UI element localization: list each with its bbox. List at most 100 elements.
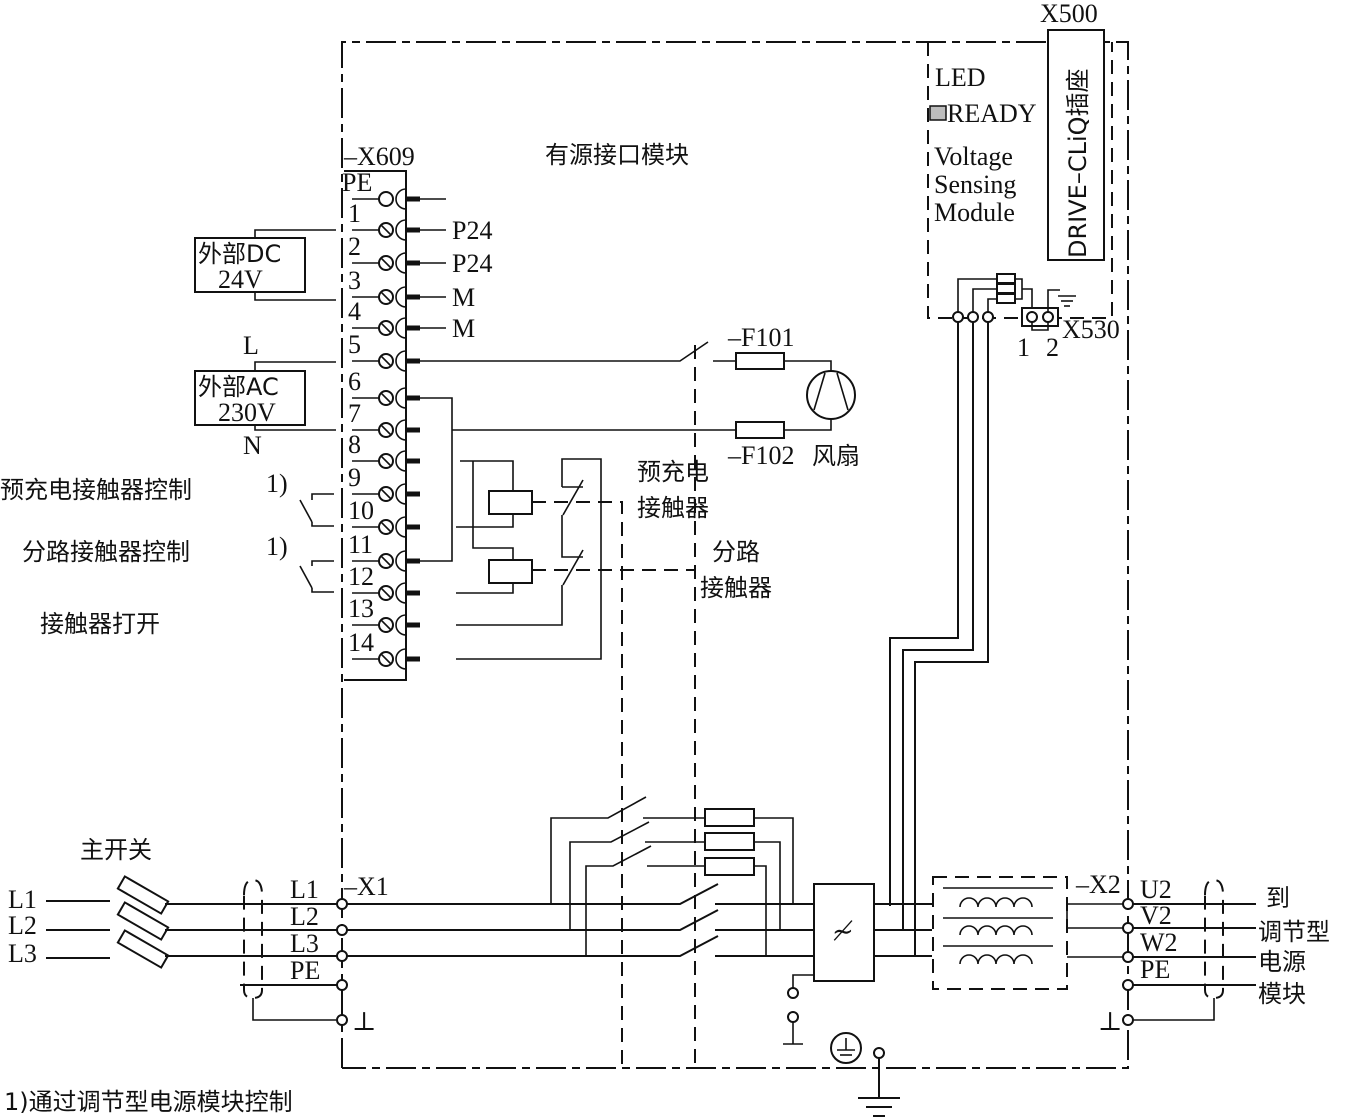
x609-terminal-5: 5 <box>348 330 420 372</box>
x1-terminal-block: –X1 L1 L2 L3 PE ⊥ <box>290 872 389 1036</box>
x609-terminal-3: 3M <box>348 266 475 312</box>
x609-terminal-number: 3 <box>348 266 361 295</box>
contactor-open-label: 接触器打开 <box>40 610 160 638</box>
ground-icon <box>858 1097 900 1117</box>
footnote-ref-2: 1) <box>266 532 288 561</box>
bypass-coil <box>488 559 533 584</box>
precharge-resistor <box>704 832 755 851</box>
drive-cliq-label: DRIVE–CLiQ插座 <box>1064 68 1092 258</box>
x609-terminal-number: 10 <box>348 496 374 525</box>
mains-l2: L2 <box>8 911 37 940</box>
x609-terminal-number: 14 <box>348 628 374 657</box>
x609-terminal-number: 4 <box>348 297 361 326</box>
x609-terminal-number: 8 <box>348 430 361 459</box>
x609-terminal-12: 12 <box>348 562 420 604</box>
mains-l3: L3 <box>8 939 37 968</box>
fuse-f101 <box>735 352 785 370</box>
precharge-contactor-line2: 接触器 <box>637 494 709 522</box>
bypass-contactor-line1: 分路 <box>712 538 760 566</box>
destination-line3: 电源 <box>1258 948 1306 976</box>
external-dc-supply: 外部DC 24V <box>194 229 336 301</box>
mains-l1: L1 <box>8 885 37 914</box>
x1-label: –X1 <box>343 872 389 901</box>
x609-terminal-number: 5 <box>348 330 361 359</box>
x530-pin1: 1 <box>1017 333 1030 362</box>
output-filter <box>932 876 1128 990</box>
led-label: LED <box>935 63 986 92</box>
precharge-resistor <box>704 857 755 876</box>
precharge-control-label: 预充电接触器控制 <box>0 476 192 504</box>
footnote-ref-1: 1) <box>266 469 288 498</box>
x609-terminal-8: 8 <box>348 430 420 472</box>
vsm-name-line2: Sensing <box>934 170 1016 199</box>
destination-line4: 模块 <box>1258 980 1306 1008</box>
x609-terminal-number: 9 <box>348 463 361 492</box>
x530-pin2: 2 <box>1046 333 1059 362</box>
x609-terminal-10: 10 <box>348 496 420 538</box>
voltage-sensing-module: X500 DRIVE–CLiQ插座 LED READY Voltage Sens… <box>889 0 1120 955</box>
x500-label: X500 <box>1040 0 1098 28</box>
ac-l-label: L <box>243 331 259 360</box>
module-title: 有源接口模块 <box>545 141 689 169</box>
rectifier-symbol-icon: ≁ <box>832 917 854 946</box>
x1-l2: L2 <box>290 902 319 931</box>
x2-label: –X2 <box>1075 870 1121 899</box>
main-switch-icon <box>116 875 170 969</box>
x1-l3: L3 <box>290 929 319 958</box>
x609-terminal-4: 4M <box>348 297 475 343</box>
x2-ground: ⊥ <box>1098 1007 1122 1036</box>
ac-n-label: N <box>243 431 262 460</box>
x2-u2: U2 <box>1140 875 1172 904</box>
x1-ground: ⊥ <box>352 1007 376 1036</box>
x609-terminal-pe <box>352 188 446 210</box>
x530-label: X530 <box>1062 315 1120 344</box>
x609-terminal-number: 13 <box>348 594 374 623</box>
rectifier-block <box>813 883 875 982</box>
power-path: ≁ <box>347 796 932 1117</box>
x2-pe: PE <box>1140 955 1170 984</box>
precharge-contactor-line1: 预充电 <box>637 458 709 486</box>
fan-icon <box>806 370 856 420</box>
x609-signal-label: P24 <box>452 216 492 245</box>
external-dc-line1: 外部DC <box>198 240 281 268</box>
f101-label: –F101 <box>727 323 794 352</box>
ground-icon <box>1058 295 1076 307</box>
external-ac-line2: 230V <box>218 398 276 427</box>
x609-terminal-number: 12 <box>348 562 374 591</box>
x1-l1: L1 <box>290 875 319 904</box>
footnote: 1)通过调节型电源模块控制 <box>4 1088 293 1116</box>
module-boundary <box>341 41 1129 1069</box>
bypass-contactor-line2: 接触器 <box>700 574 772 602</box>
x2-w2: W2 <box>1140 928 1178 957</box>
external-ac-supply: L 外部AC 230V N <box>194 331 336 460</box>
x609-terminal-number: 2 <box>348 232 361 261</box>
x609-signal-label: P24 <box>452 249 492 278</box>
x609-terminal-9: 9 <box>348 463 420 505</box>
x609-terminal-number: 11 <box>348 530 373 559</box>
contactor-coils: 预充电 接触器 分路 接触器 <box>420 397 772 1068</box>
x609-terminal-7: 7 <box>348 399 420 441</box>
x2-terminal-block: –X2 U2 V2 W2 PE ⊥ <box>1075 870 1256 1036</box>
precharge-resistor <box>704 808 755 827</box>
fan-label: 风扇 <box>812 442 860 470</box>
x609-terminal-6: 6 <box>348 367 420 409</box>
fuse-f102 <box>735 421 785 439</box>
precharge-coil <box>488 490 533 515</box>
x609-terminal-number: 7 <box>348 399 361 428</box>
x609-signal-label: M <box>452 283 475 312</box>
ready-label: READY <box>947 99 1037 128</box>
x609-pe-label: PE <box>342 168 372 197</box>
x609-terminal-number: 1 <box>348 199 361 228</box>
ready-led-icon <box>929 105 947 121</box>
main-switch-label: 主开关 <box>80 836 152 864</box>
x609-label: –X609 <box>343 142 415 171</box>
destination-line1: 到 <box>1266 884 1290 912</box>
x1-pe: PE <box>290 956 320 985</box>
f102-label: –F102 <box>727 441 794 470</box>
x2-v2: V2 <box>1140 901 1172 930</box>
vsm-name-line1: Voltage <box>934 142 1013 171</box>
